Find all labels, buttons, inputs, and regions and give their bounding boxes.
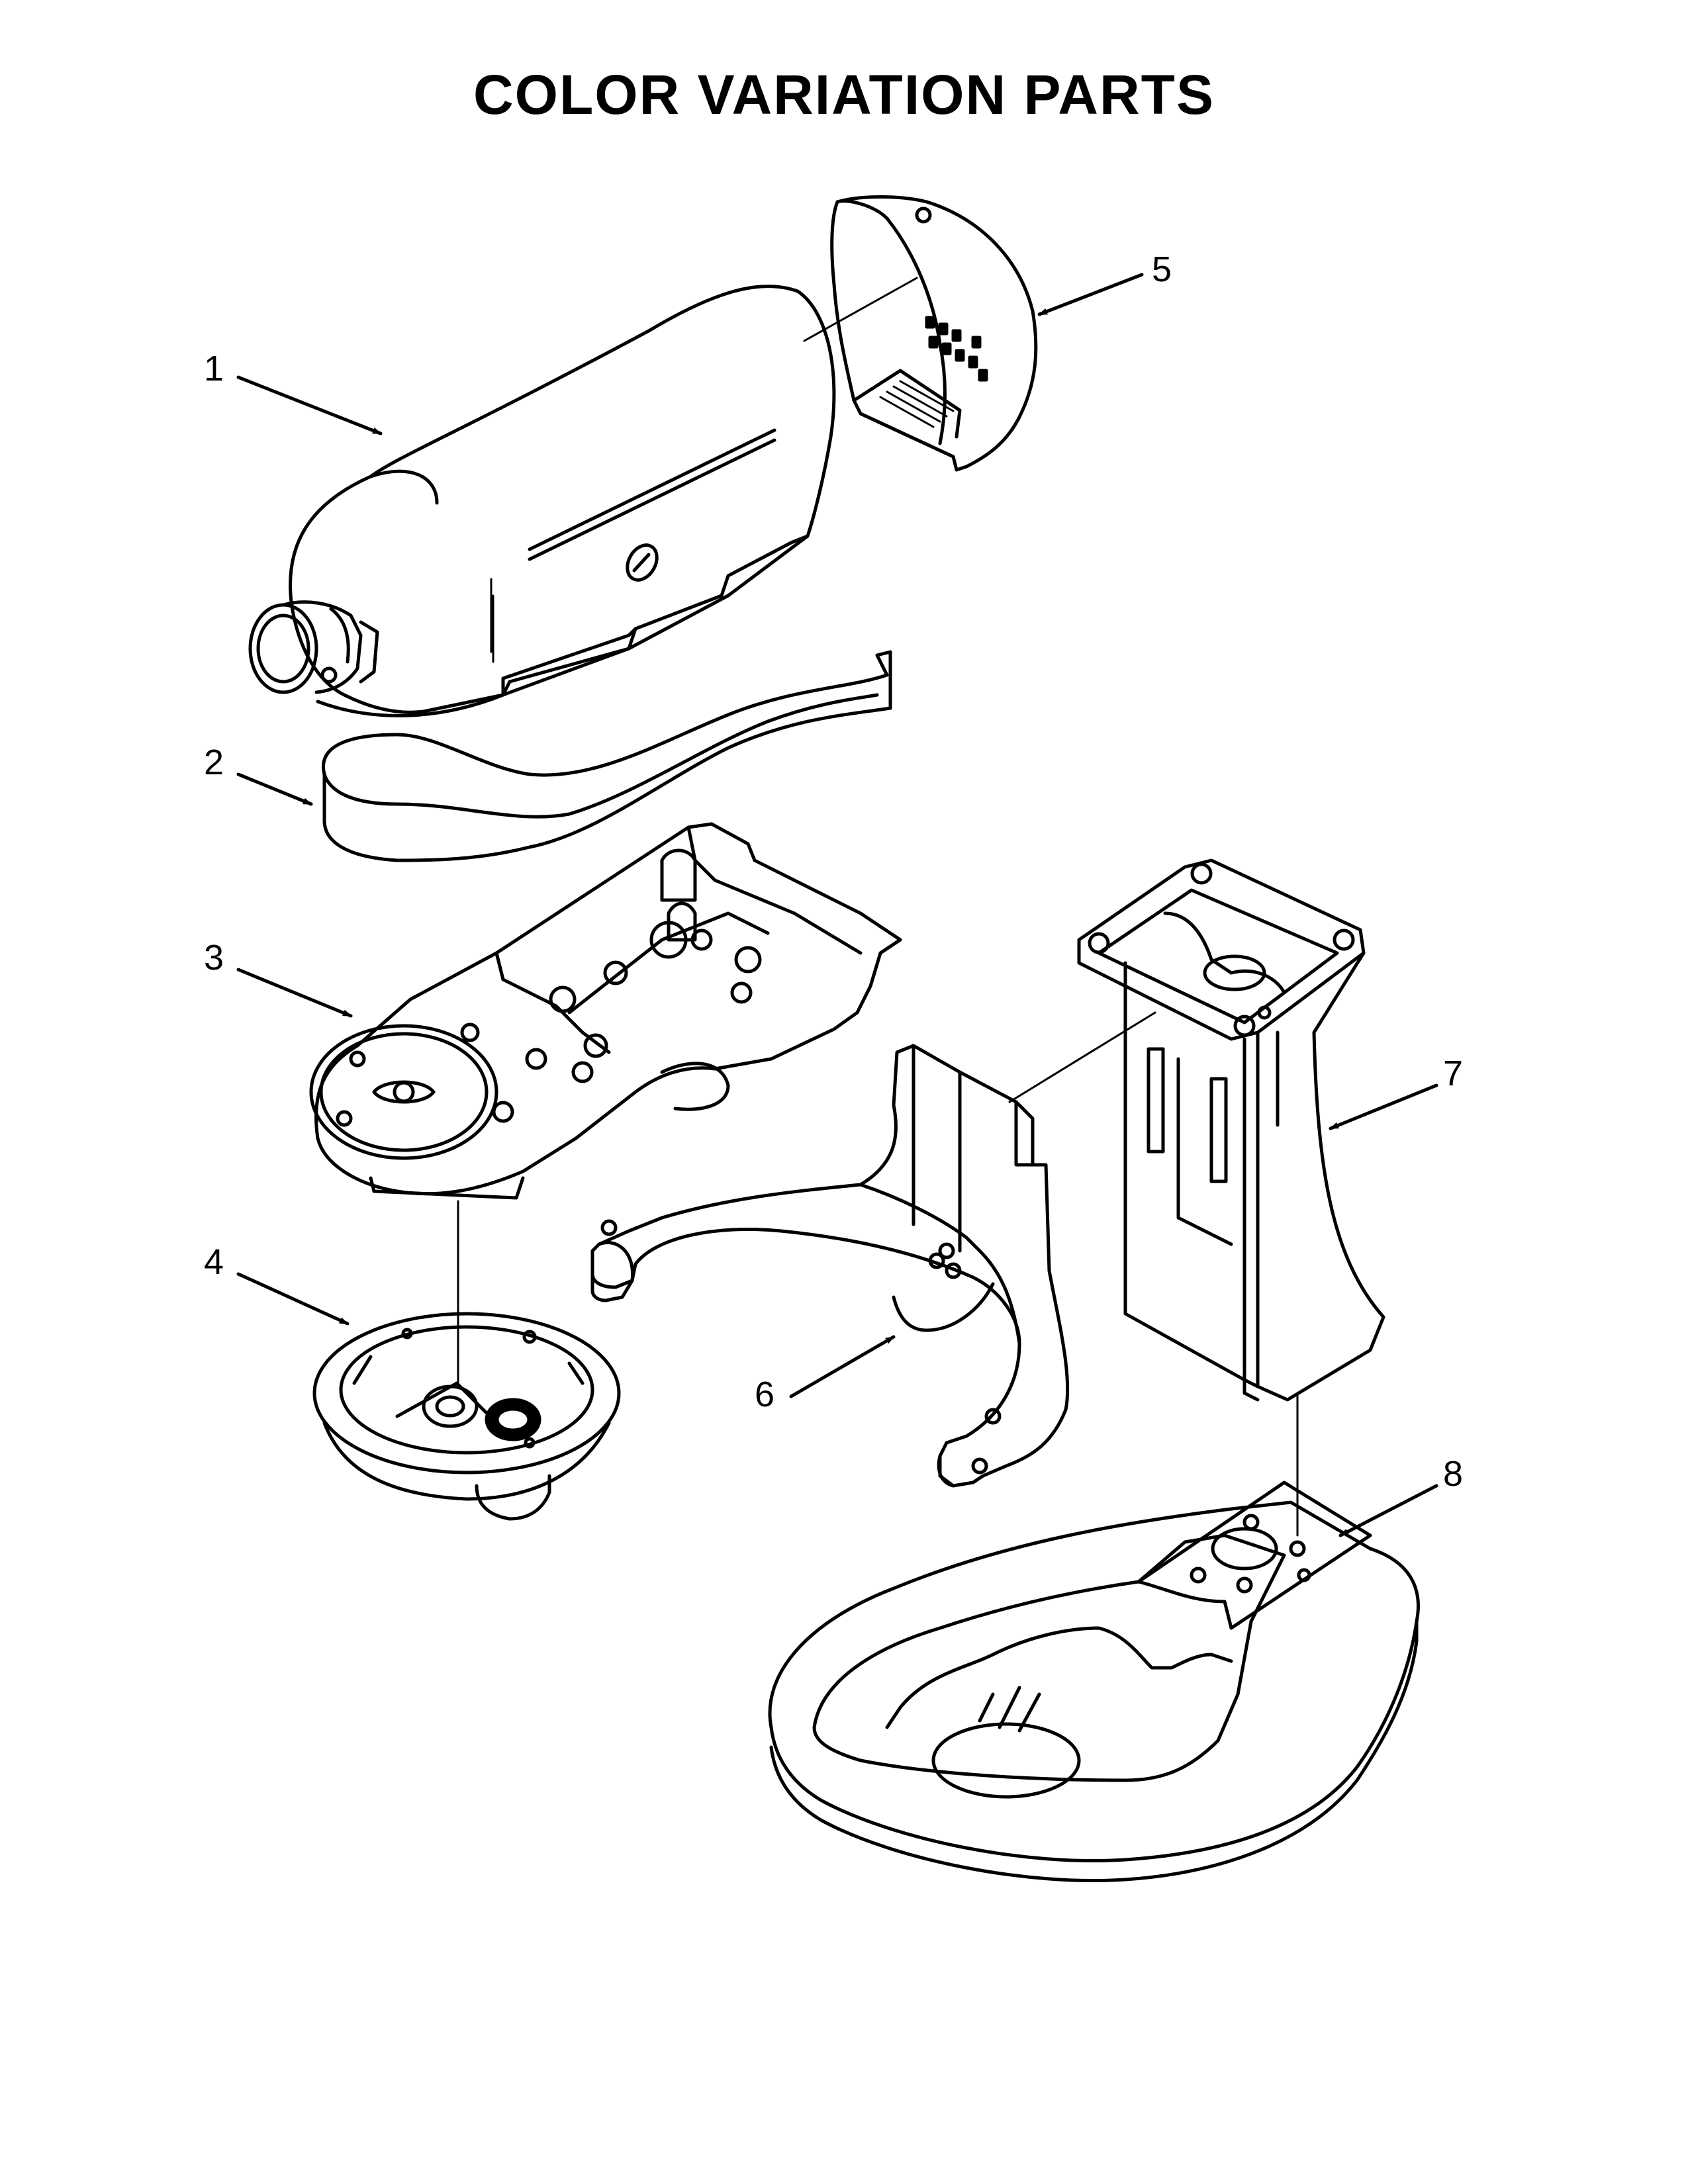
part-6-hinge-bracket [590, 1044, 1070, 1488]
callout-5: 5 [1152, 250, 1172, 289]
leader-4 [236, 1272, 350, 1326]
assembly-line-head-cover [803, 277, 918, 342]
callout-7: 7 [1443, 1054, 1464, 1093]
leader-3 [236, 968, 353, 1018]
leader-1 [236, 375, 383, 435]
callout-6: 6 [755, 1375, 775, 1414]
vent-holes [925, 316, 988, 382]
leader-5 [1037, 273, 1144, 316]
part-2-trim-band [322, 650, 892, 862]
leader-7 [1329, 1083, 1438, 1130]
part-5-rear-cover [830, 195, 1038, 472]
leader-6 [789, 1335, 896, 1398]
leader-lines [236, 273, 1438, 1537]
callout-8: 8 [1443, 1454, 1464, 1494]
part-8-base [768, 1480, 1420, 1883]
part-3-base-housing [309, 822, 902, 1200]
callout-1: 1 [204, 349, 224, 388]
part-7-pedestal [1077, 858, 1385, 1402]
page-title: COLOR VARIATION PARTS [473, 64, 1215, 126]
callout-2: 2 [204, 743, 224, 782]
vent-slots [879, 380, 955, 428]
part-1-motor-housing [248, 285, 836, 717]
part-4-clamp-plate [312, 1312, 621, 1521]
leader-2 [236, 772, 313, 806]
callout-4: 4 [204, 1242, 224, 1282]
assembly-line-bracket-pedestal [1008, 1011, 1156, 1103]
callout-3: 3 [204, 938, 224, 978]
leader-8 [1338, 1484, 1438, 1537]
